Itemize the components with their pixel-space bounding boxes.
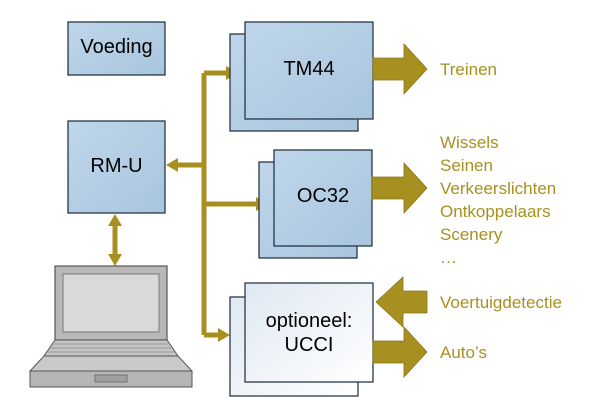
ucci-output-label: Auto’s bbox=[440, 343, 487, 362]
ucci-input-arrow bbox=[375, 276, 428, 328]
oc32-box bbox=[273, 149, 373, 247]
voeding-label: Voeding bbox=[80, 36, 153, 58]
oc32-output-seinen: Seinen bbox=[440, 156, 493, 175]
rmu-box bbox=[67, 120, 166, 214]
tm44-box bbox=[244, 21, 374, 120]
arrowhead-to-rmu bbox=[166, 158, 178, 172]
ucci-label-line2: UCCI bbox=[284, 334, 334, 356]
tm44-output-arrow bbox=[372, 42, 428, 96]
rmu-laptop-link bbox=[108, 214, 122, 266]
ucci-input-label: Voertuigdetectie bbox=[440, 293, 562, 312]
rmu-label: RM-U bbox=[90, 155, 143, 177]
oc32-output-arrow bbox=[371, 161, 428, 215]
connector-bus bbox=[176, 70, 258, 338]
oc32-label: OC32 bbox=[296, 185, 350, 207]
tm44-label: TM44 bbox=[283, 58, 335, 80]
laptop-icon bbox=[28, 265, 194, 388]
voeding-box bbox=[67, 21, 166, 76]
arrowhead-to-ucci bbox=[218, 328, 230, 342]
tm44-output-label: Treinen bbox=[440, 60, 498, 79]
oc32-output-scenery: Scenery bbox=[440, 225, 503, 244]
ucci-box bbox=[244, 282, 374, 383]
oc32-output-verkeerslichten: Verkeerslichten bbox=[440, 179, 557, 198]
oc32-output-wissels: Wissels bbox=[440, 133, 499, 152]
oc32-output-ellipsis: … bbox=[440, 248, 457, 267]
ucci-output-arrow bbox=[372, 325, 428, 379]
ucci-label-line1: optioneel: bbox=[265, 310, 353, 332]
oc32-output-ontkoppelaars: Ontkoppelaars bbox=[440, 202, 551, 221]
